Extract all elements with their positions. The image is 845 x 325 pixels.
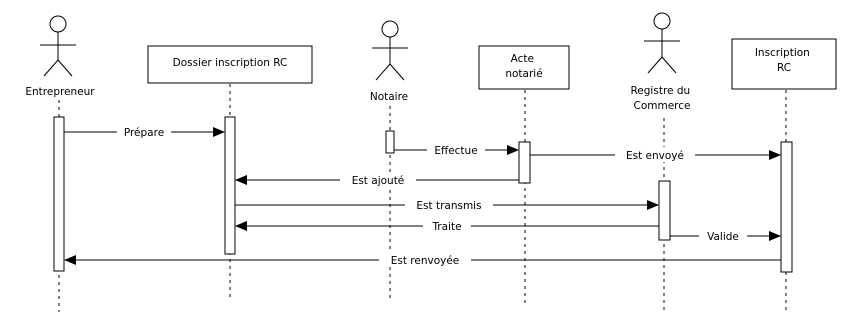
message-valide: Valide xyxy=(670,228,781,243)
object-box-inscription xyxy=(731,38,837,90)
participant-label-dossier: Dossier inscription RC xyxy=(173,57,288,69)
actor-notaire xyxy=(372,20,408,81)
message-label-bg xyxy=(340,172,416,187)
message-est-transmis: Est transmis xyxy=(235,197,659,212)
message-label-bg xyxy=(427,142,485,157)
message-label-bg xyxy=(615,147,695,162)
message-est-ajoute: Est ajouté xyxy=(235,172,519,187)
participant-label-acte-line2: notarié xyxy=(505,68,542,80)
actor-head xyxy=(381,20,399,38)
message-label-bg xyxy=(117,124,171,139)
message-label-bg xyxy=(423,218,471,233)
actor-leg-right xyxy=(389,63,405,81)
actor-leg-left xyxy=(375,63,391,81)
activation-bar-acte xyxy=(518,141,531,184)
message-label: Traite xyxy=(431,221,461,233)
message-label: Effectue xyxy=(434,145,477,157)
participant-label-acte-line1: Acte xyxy=(511,53,534,65)
activation-bars xyxy=(53,116,793,273)
participant-label-inscription: Inscription RC xyxy=(755,47,813,74)
participant-label-inscription-line2: RC xyxy=(777,62,791,74)
message-label: Prépare xyxy=(124,127,164,139)
participant-label-inscription-line1: Inscription xyxy=(755,47,810,59)
object-box-dossier xyxy=(147,45,313,84)
participant-label-registre-line2: Commerce xyxy=(634,100,691,112)
message-label: Est transmis xyxy=(416,200,481,212)
message-traite: Traite xyxy=(235,218,659,233)
message-label: Est envoyé xyxy=(626,150,684,162)
message-effectue: Effectue xyxy=(394,142,519,157)
actor-registre xyxy=(644,12,680,74)
actor-leg-right xyxy=(57,59,73,77)
participant-label-notaire: Notaire xyxy=(370,91,408,103)
actor-leg-left xyxy=(647,56,663,74)
message-est-envoye: Est envoyé xyxy=(530,147,781,162)
actor-head xyxy=(653,12,671,30)
participant-label-acte: Acte notarié xyxy=(505,53,542,80)
activation-bar-entrepreneur xyxy=(53,116,65,272)
activation-bar-registre xyxy=(658,180,671,241)
participant-label-entrepreneur: Entrepreneur xyxy=(25,86,95,98)
participant-label-registre-line1: Registre du xyxy=(630,85,690,97)
message-prepare: Prépare xyxy=(64,124,225,139)
message-est-renvoyee: Est renvoyée xyxy=(64,252,781,267)
activation-bar-inscription xyxy=(780,141,793,273)
actor-entrepreneur xyxy=(40,15,76,77)
actor-leg-left xyxy=(43,59,59,77)
message-label: Est ajouté xyxy=(352,175,405,187)
message-label: Est renvoyée xyxy=(391,255,460,267)
actor-head xyxy=(49,15,67,33)
message-label-bg xyxy=(699,228,747,243)
object-box-acte xyxy=(478,45,570,90)
message-label-bg xyxy=(379,252,471,267)
activation-bar-dossier xyxy=(224,116,236,255)
participant-label-registre: Registre du Commerce xyxy=(630,85,693,112)
activation-bar-notaire xyxy=(385,130,395,154)
message-label: Valide xyxy=(707,231,739,243)
actor-leg-right xyxy=(661,56,677,74)
message-label-bg xyxy=(405,197,493,212)
messages: Prépare Effectue Est envoyé Est ajouté E… xyxy=(64,124,781,267)
